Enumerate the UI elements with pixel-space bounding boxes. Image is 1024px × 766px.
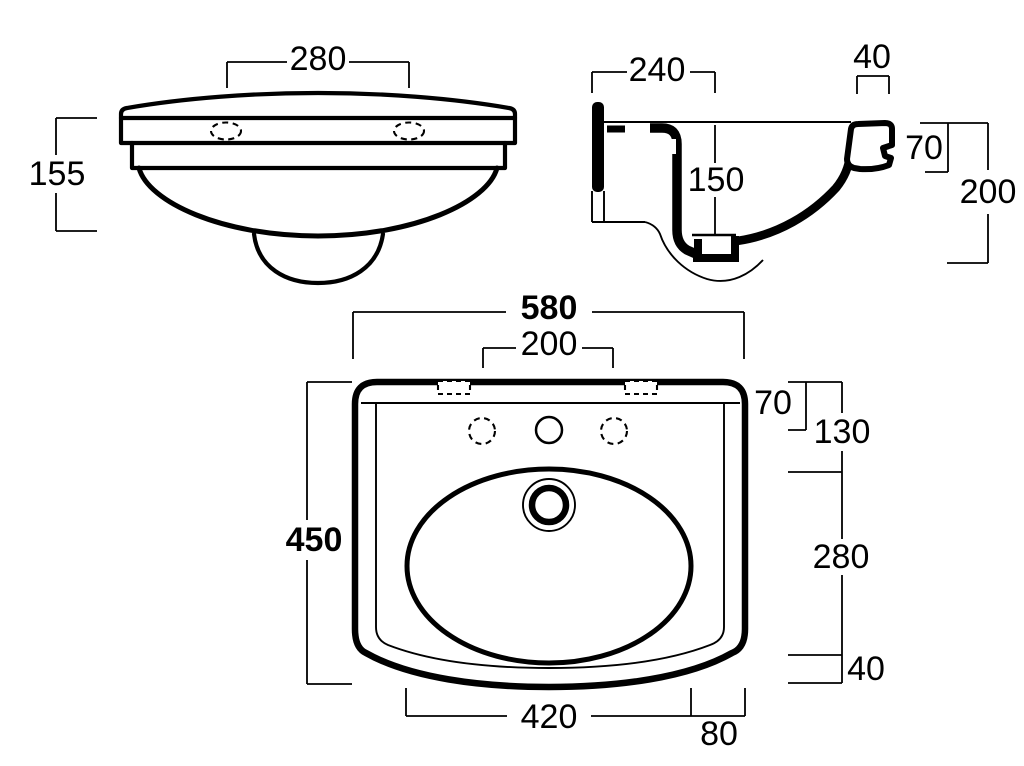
dim-plan-overall-width: 580 [352, 289, 745, 359]
dim-front-height: 155 [29, 117, 97, 232]
plan-tap-hole-left-dashed [467, 416, 497, 446]
side-back-wall-section [650, 123, 698, 259]
side-view: 240 40 70 150 200 [591, 38, 1017, 282]
dim-line [591, 71, 716, 93]
dim-line [405, 688, 746, 717]
dim-side-front-height: 200 [947, 123, 1017, 264]
side-overflow-notch [670, 139, 676, 154]
dim-line [788, 382, 843, 473]
dim-plan-overall-depth: 450 [286, 381, 352, 685]
dim-line [920, 122, 988, 173]
dim-label: 130 [814, 413, 871, 451]
dim-label: 200 [960, 173, 1017, 211]
side-bowl-wall-section [732, 150, 855, 246]
dim-front-fixing-spacing: 280 [226, 40, 410, 88]
front-fixing-hole-right-dashed [392, 121, 426, 141]
plan-fixing-hole-left-dashed [436, 379, 472, 396]
dim-plan-rim-offset: 70 [754, 381, 842, 431]
dim-side-lip-width: 40 [853, 38, 891, 94]
dim-label: 80 [700, 715, 738, 753]
plan-tap-hole-center [534, 415, 564, 445]
side-bracket-lower-outline [591, 191, 645, 223]
dim-label: 580 [521, 289, 578, 327]
dim-line [306, 381, 352, 685]
dim-line [788, 381, 842, 431]
dim-label: 70 [754, 384, 792, 422]
side-trap-cover-outline [644, 221, 764, 282]
dim-side-bowl-depth: 150 [688, 125, 745, 235]
dim-label: 70 [905, 129, 943, 167]
dim-plan-bowl-width: 420 [405, 688, 746, 736]
plan-view: 580 200 450 70 130 280 40 [286, 289, 885, 753]
dim-label: 420 [521, 698, 578, 736]
front-top-profile [118, 90, 518, 121]
dim-label: 280 [290, 40, 347, 78]
dim-label: 200 [521, 325, 578, 363]
dim-label: 450 [286, 521, 343, 559]
dim-line [55, 117, 97, 232]
plan-bowl-outline [404, 466, 694, 666]
side-front-lip-section [844, 120, 895, 173]
dim-label: 240 [629, 51, 686, 89]
dim-line [788, 472, 843, 656]
dim-plan-tap-spacing: 200 [482, 325, 614, 368]
dim-label: 280 [813, 538, 870, 576]
dim-label: 150 [688, 161, 745, 199]
dim-line [788, 655, 843, 684]
dim-plan-rim-to-bowl: 130 [788, 382, 871, 473]
plan-waste-inner-ring [528, 484, 570, 526]
plan-tap-hole-right-dashed [599, 416, 629, 446]
plan-inner-rim-outline [375, 403, 725, 669]
front-skirt-band [129, 140, 508, 171]
front-trap-cover-outline [251, 231, 386, 286]
plan-fixing-hole-right-dashed [623, 379, 659, 396]
plan-outer-rim [351, 378, 749, 691]
dim-line [856, 75, 890, 94]
dim-plan-bowl-to-side: 80 [700, 715, 738, 753]
dim-label: 40 [847, 650, 885, 688]
side-wall-bracket [592, 102, 604, 192]
plan-waste-outer-ring [522, 478, 576, 532]
dim-label: 40 [853, 38, 891, 76]
dim-side-lip-height: 70 [905, 122, 988, 173]
front-fixing-hole-left-dashed [209, 121, 243, 141]
dim-plan-bowl-to-front: 40 [788, 650, 885, 688]
dim-line [482, 347, 614, 368]
dim-plan-bowl-length: 280 [788, 472, 870, 656]
front-rim-band [118, 115, 518, 146]
dim-label: 155 [29, 155, 86, 193]
dim-line [226, 61, 410, 88]
dim-line [947, 123, 989, 264]
front-view: 280 155 [29, 40, 518, 286]
dim-side-depth: 240 [591, 51, 716, 93]
dim-line [352, 311, 745, 359]
front-bowl-outline [136, 165, 500, 239]
